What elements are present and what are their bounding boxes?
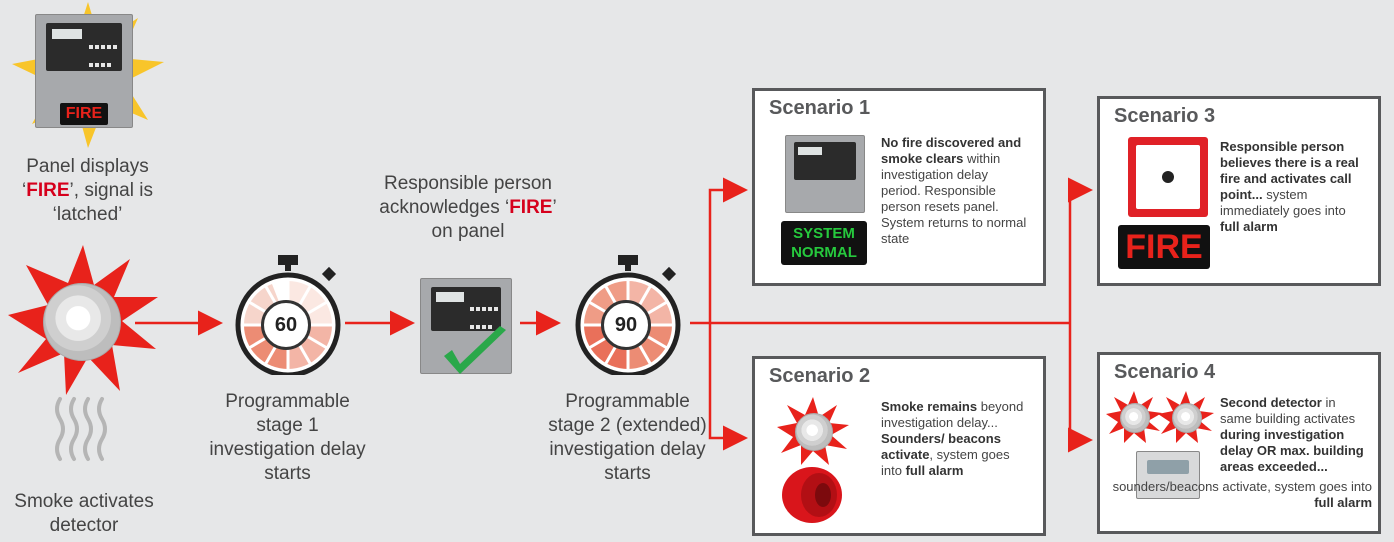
timer1-value: 60: [261, 300, 311, 350]
smoke-detector-icon: [1120, 403, 1150, 433]
arrow-to-scenario4: [1068, 323, 1093, 453]
arrow-to-scenario1: [708, 177, 748, 323]
stage2-caption: Programmable stage 2 (extended) investig…: [548, 391, 707, 484]
call-point-icon: [1128, 137, 1208, 217]
scenario2-title: Scenario 2: [769, 365, 871, 387]
timer2-value: 90: [601, 300, 651, 350]
smoke-caption: Smoke activates detector: [14, 491, 154, 536]
scenario3-title: Scenario 3: [1114, 105, 1216, 127]
arrow-to-scenario3: [1068, 177, 1093, 323]
smoke-icon: [55, 397, 107, 461]
fire-badge: FIRE: [60, 103, 108, 125]
smoke-detector-icon: [795, 413, 833, 451]
control-panel-icon: [420, 278, 512, 374]
fire-badge: FIRE: [1118, 225, 1210, 269]
control-panel-icon: [1136, 451, 1200, 499]
scenario2-text: Smoke remains beyond investigation delay…: [881, 399, 1024, 478]
arrow-to-scenario2: [708, 323, 748, 451]
smoke-detector-icon: [1172, 403, 1202, 433]
acknowledge-caption: Responsible person acknowledges ‘FIRE’ o…: [379, 173, 557, 242]
control-panel-icon: [785, 135, 865, 213]
checkmark-icon: [444, 326, 506, 374]
panel-fire-caption: Panel displays ‘FIRE’, signal is ‘latche…: [22, 156, 153, 225]
scenario1-text: No fire discovered and smoke clears with…: [881, 135, 1027, 246]
sounder-icon: [782, 467, 842, 523]
scenario4-text-bottom: sounders/beacons activate, system goes i…: [1112, 479, 1372, 510]
stage1-caption: Programmable stage 1 investigation delay…: [209, 391, 366, 484]
scenario4-text-top: Second detector in same building activat…: [1220, 395, 1364, 474]
scenario4-box: Scenario 4 Second detector in same build…: [1097, 352, 1381, 534]
scenario3-text: Responsible person believes there is a r…: [1220, 139, 1359, 234]
scenario1-title: Scenario 1: [769, 97, 871, 119]
scenario2-box: Scenario 2 Smoke remains beyond investig…: [752, 356, 1046, 536]
scenario4-title: Scenario 4: [1114, 361, 1216, 383]
scenario3-box: Scenario 3 FIRE Responsible person belie…: [1097, 96, 1381, 286]
smoke-detector-icon: [43, 283, 121, 361]
